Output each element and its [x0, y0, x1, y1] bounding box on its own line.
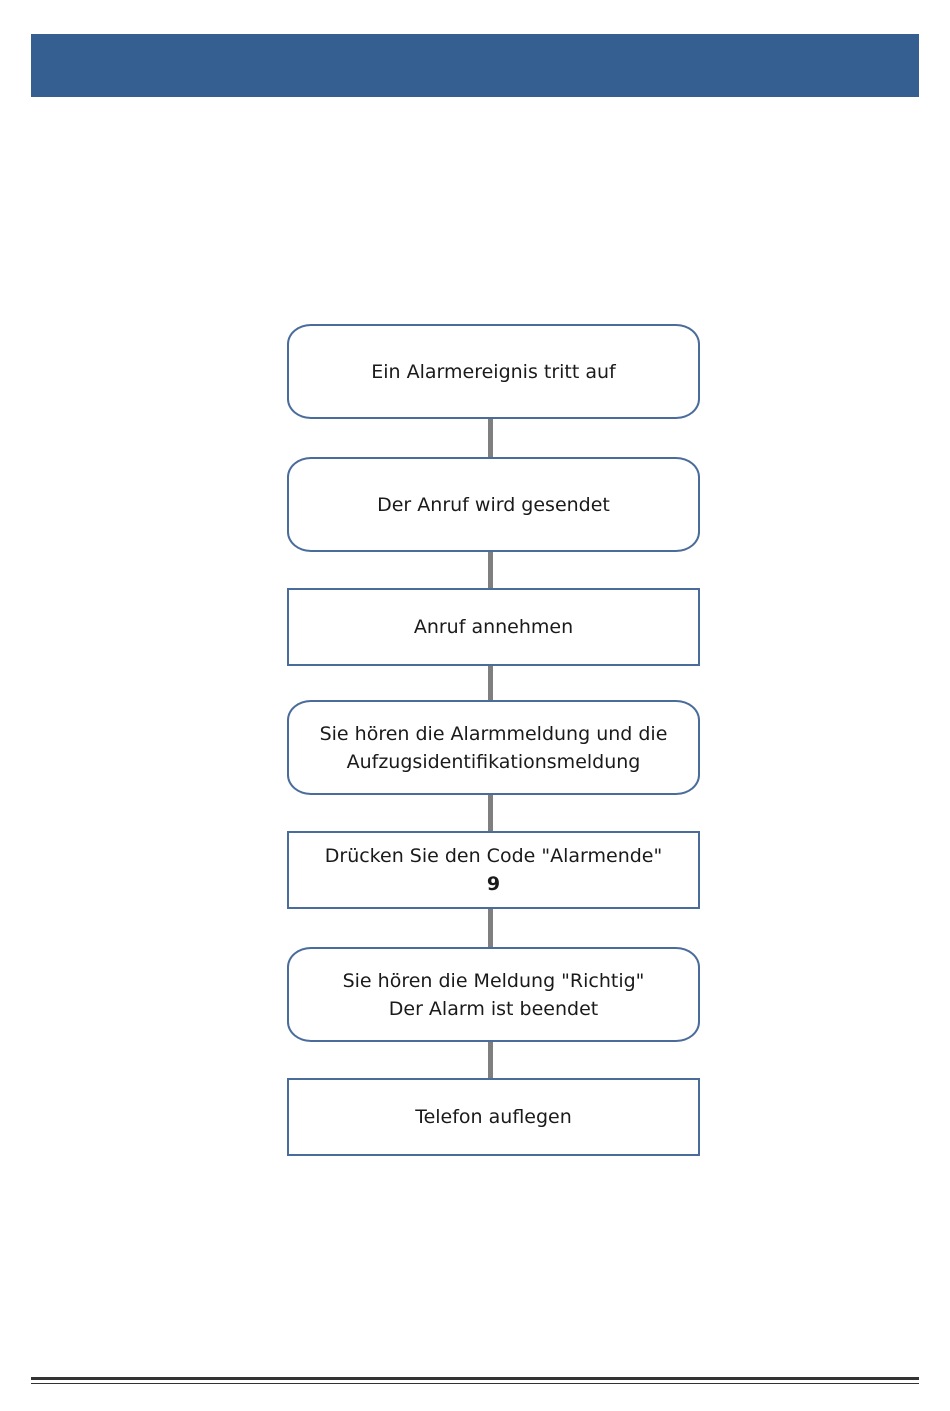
flow-step-text: Sie hören die Meldung "Richtig" [343, 967, 645, 995]
flow-step-hang-up: Telefon auflegen [287, 1078, 700, 1156]
footer-rule-thin [31, 1383, 919, 1384]
footer-rule [31, 1377, 919, 1380]
connector-2-3 [488, 551, 493, 589]
header-bar [31, 34, 919, 97]
flow-step-press-code: Drücken Sie den Code "Alarmende" 9 [287, 831, 700, 909]
flow-step-call-sent: Der Anruf wird gesendet [287, 457, 700, 552]
flow-step-text: Der Anruf wird gesendet [377, 491, 610, 519]
flow-step-text: Drücken Sie den Code "Alarmende" [325, 842, 662, 870]
flow-step-answer-call: Anruf annehmen [287, 588, 700, 666]
connector-1-2 [488, 418, 493, 458]
flow-step-text: Aufzugsidentifikationsmeldung [347, 748, 641, 776]
flow-step-hear-messages: Sie hören die Alarmmeldung und die Aufzu… [287, 700, 700, 795]
flow-step-code: 9 [487, 870, 500, 898]
connector-5-6 [488, 908, 493, 948]
flow-step-correct-message: Sie hören die Meldung "Richtig" Der Alar… [287, 947, 700, 1042]
flow-step-text: Sie hören die Alarmmeldung und die [320, 720, 668, 748]
flow-step-text: Anruf annehmen [414, 613, 573, 641]
connector-3-4 [488, 665, 493, 701]
flow-step-text: Ein Alarmereignis tritt auf [371, 358, 616, 386]
connector-4-5 [488, 794, 493, 832]
connector-6-7 [488, 1040, 493, 1079]
flow-step-text: Der Alarm ist beendet [389, 995, 598, 1023]
flow-step-text: Telefon auflegen [415, 1103, 572, 1131]
flow-step-alarm-event: Ein Alarmereignis tritt auf [287, 324, 700, 419]
